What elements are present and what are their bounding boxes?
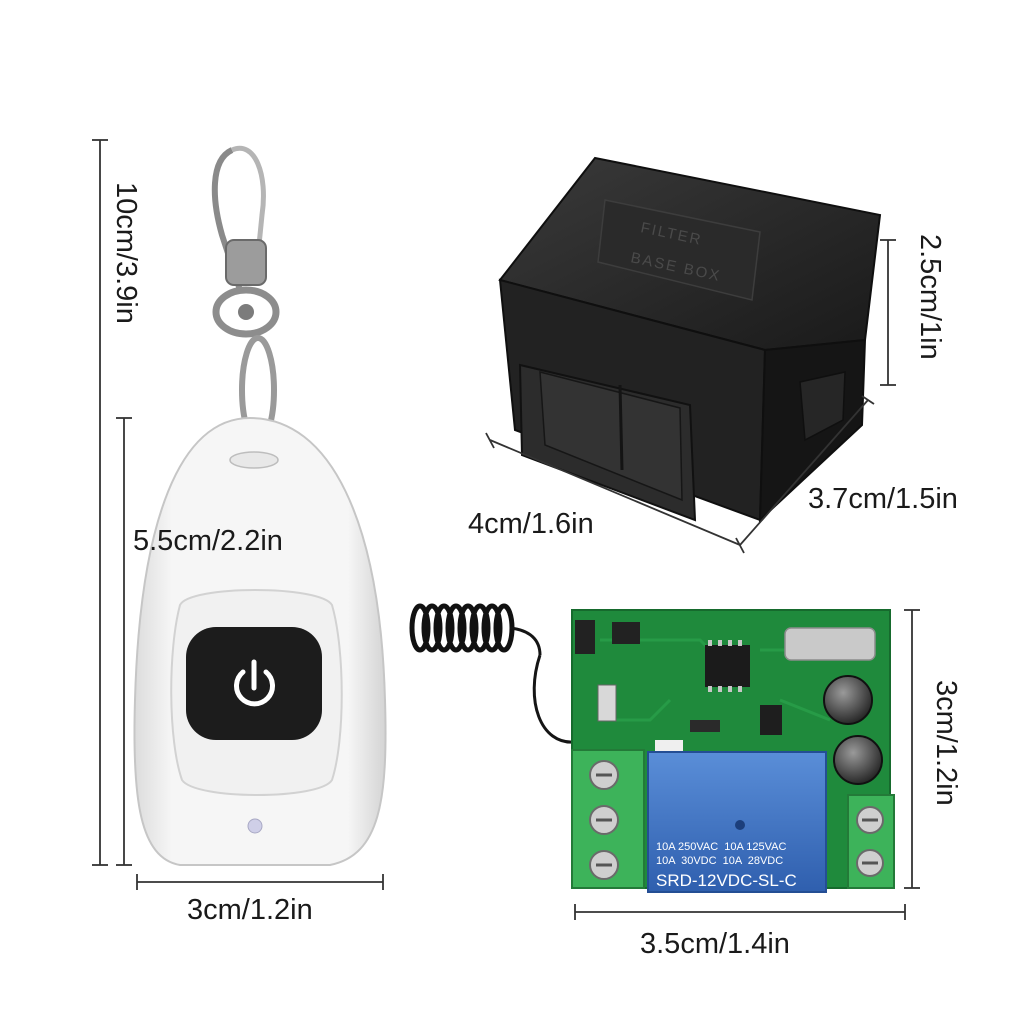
relay-marking-line1: 10A 250VAC 10A 125VAC bbox=[656, 841, 787, 853]
remote-keychain bbox=[211, 145, 280, 445]
remote-body-height-label: 5.5cm/2.2in bbox=[133, 525, 283, 557]
relay bbox=[647, 751, 827, 893]
terminal-block-right bbox=[847, 794, 895, 889]
remote-width-label: 3cm/1.2in bbox=[187, 894, 313, 926]
dimension-lines bbox=[92, 139, 920, 920]
remote-height-label: 10cm/3.9in bbox=[110, 182, 142, 324]
board-height-label: 3cm/1.2in bbox=[930, 680, 962, 806]
case-depth-label: 3.7cm/1.5in bbox=[808, 483, 958, 515]
relay-marking-line2: 10A 30VDC 10A 28VDC bbox=[656, 855, 783, 867]
remote-power-button[interactable] bbox=[186, 627, 322, 740]
terminal-block-left bbox=[571, 749, 645, 889]
black-enclosure bbox=[498, 156, 882, 523]
board-width-label: 3.5cm/1.4in bbox=[640, 928, 790, 960]
case-height-label: 2.5cm/1in bbox=[914, 234, 946, 360]
power-icon bbox=[234, 659, 275, 707]
relay-model: SRD-12VDC-SL-C bbox=[656, 871, 797, 890]
antenna-coil bbox=[409, 603, 576, 744]
case-length-label: 4cm/1.6in bbox=[468, 508, 594, 540]
